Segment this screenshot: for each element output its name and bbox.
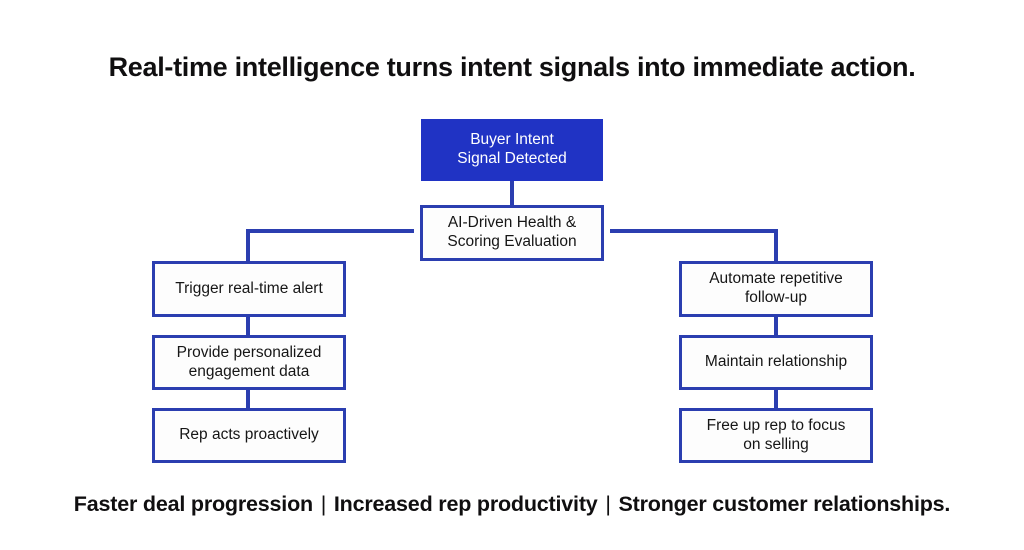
node-provide-personalized-engagement-data[interactable]: Provide personalized engagement data [152, 335, 346, 390]
node-label: Trigger real-time alert [175, 279, 323, 297]
footer-benefits: Faster deal progression | Increased rep … [0, 492, 1024, 517]
footer-benefit-2: Increased rep productivity [333, 492, 598, 516]
node-label: AI-Driven Health & Scoring Evaluation [447, 214, 577, 250]
node-buyer-intent-signal-detected[interactable]: Buyer Intent Signal Detected [421, 119, 603, 181]
node-ai-driven-health-scoring-evaluation[interactable]: AI-Driven Health & Scoring Evaluation [420, 205, 604, 261]
footer-benefit-3: Stronger customer relationships. [618, 492, 951, 516]
node-rep-acts-proactively[interactable]: Rep acts proactively [152, 408, 346, 463]
footer-benefit-1: Faster deal progression [73, 492, 313, 516]
connector-decision-to-right [610, 229, 778, 262]
node-automate-repetitive-follow-up[interactable]: Automate repetitive follow-up [679, 261, 873, 317]
footer-separator-2: | [605, 492, 611, 516]
node-label: Buyer Intent Signal Detected [457, 131, 567, 167]
node-trigger-real-time-alert[interactable]: Trigger real-time alert [152, 261, 346, 317]
page-title: Real-time intelligence turns intent sign… [108, 52, 916, 82]
node-label: Rep acts proactively [179, 426, 319, 444]
node-free-up-rep-to-focus-on-selling[interactable]: Free up rep to focus on selling [679, 408, 873, 463]
node-label: Free up rep to focus on selling [706, 416, 846, 453]
connector-decision-to-left [246, 229, 414, 262]
node-label: Provide personalized engagement data [176, 343, 322, 380]
node-label: Automate repetitive follow-up [709, 270, 843, 306]
node-label: Maintain relationship [704, 353, 848, 371]
node-maintain-relationship[interactable]: Maintain relationship [679, 335, 873, 390]
footer-separator-1: | [320, 492, 327, 516]
